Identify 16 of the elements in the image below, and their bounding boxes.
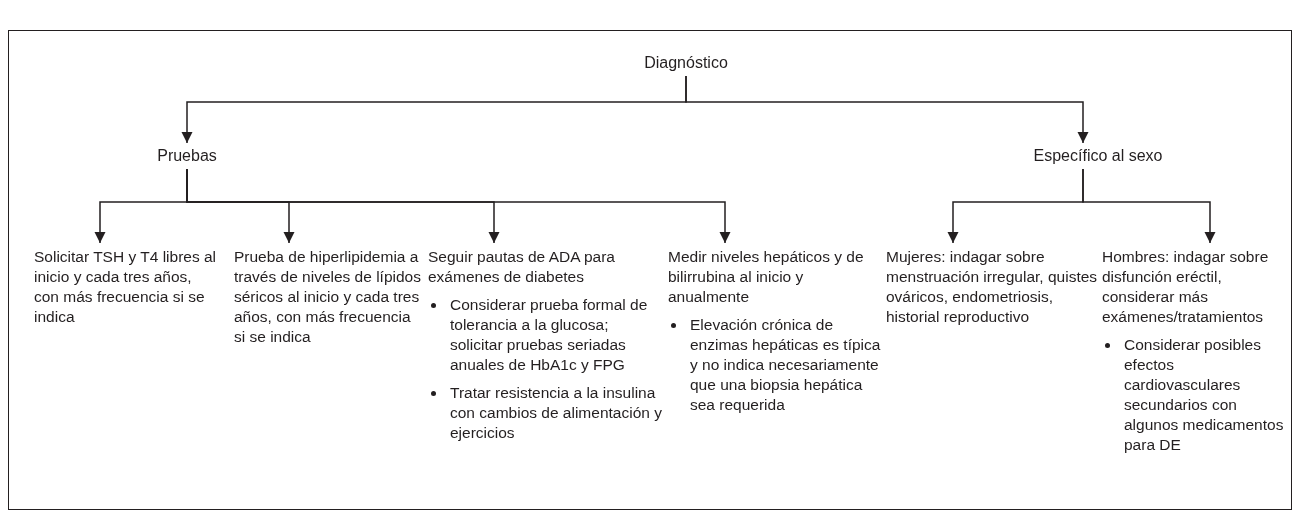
bullet-text: Considerar prueba formal de tolerancia a la glucosa; solicitar pruebas seriadas anuales de HbA1c y FPG: [450, 295, 649, 375]
node-label: Pruebas: [156, 146, 218, 166]
node-label: Diagnóstico: [643, 53, 729, 73]
arrow: [186, 168, 731, 244]
arrow: [1082, 168, 1216, 244]
bullet-text: Tratar resistencia a la insulina con cambios de alimentación y ejercicios: [450, 383, 663, 443]
arrow: [685, 75, 1089, 144]
node-text: Medir niveles hepáticos y de bilirrubina al inicio y anualmente: [668, 247, 865, 307]
bullet-text: Considerar posibles efectos cardiovasculares secundarios con algunos medicamentos para DE: [1124, 335, 1285, 455]
node-text: Seguir pautas de ADA para exámenes de diabetes: [428, 247, 616, 287]
node-text: Hombres: indagar sobre disfunción eréctil, considerar más exámenes/tratamientos: [1102, 247, 1270, 327]
node-text: Mujeres: indagar sobre menstruación irregular, quistes ováricos, endometriosis, historial reproductivo: [886, 247, 1099, 327]
bullet-text: Elevación crónica de enzimas hepáticas es típica y no indica necesariamente que una biopsia hepática sea requerida: [690, 315, 882, 415]
node-label: Específico al sexo: [1032, 146, 1164, 166]
node-text: Prueba de hiperlipidemia a través de niveles de lípidos séricos al inicio y cada tres años, con más frecuencia si se indica: [234, 247, 422, 347]
node-text: Solicitar TSH y T4 libres al inicio y cada tres años, con más frecuencia si se indica: [34, 247, 218, 327]
